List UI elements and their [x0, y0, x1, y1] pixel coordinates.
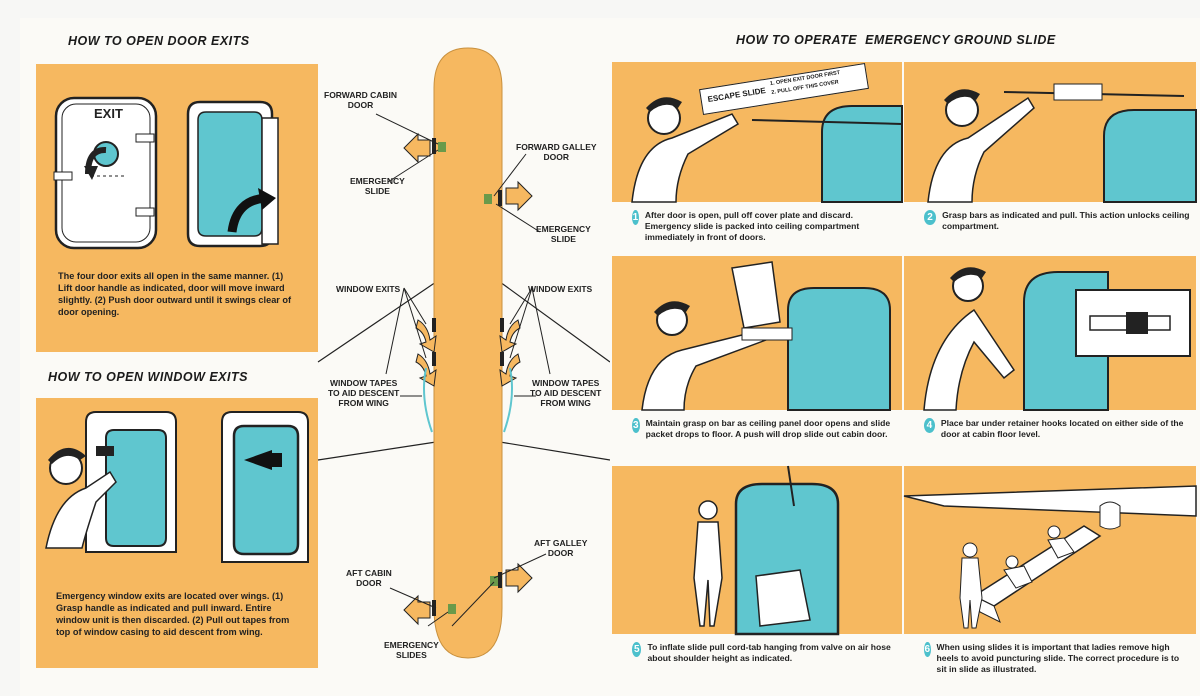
label-emergency-slide-left: EMERGENCY SLIDE: [350, 176, 405, 196]
step-6-number: 6: [924, 642, 931, 657]
forward-galley-door-marker: [484, 194, 492, 204]
aft-galley-door-arrow: [505, 562, 533, 594]
door-exits-illustration: EXIT The four door exits all open in the…: [36, 64, 318, 352]
exit-sign-text: EXIT: [94, 106, 123, 121]
forward-cabin-door-marker: [438, 142, 446, 152]
step-2-caption: 2 Grasp bars as indicated and pull. This…: [924, 210, 1190, 232]
step-1-illustration: ESCAPE SLIDE 1. OPEN EXIT DOOR FIRST 2. …: [612, 62, 903, 203]
step-2-number: 2: [924, 210, 937, 225]
step-1-caption: 1 After door is open, pull off cover pla…: [632, 210, 894, 243]
step-5-caption: 5 To inflate slide pull cord-tab hanging…: [632, 642, 894, 664]
placard-title: ESCAPE SLIDE: [707, 85, 767, 105]
step-4-text: Place bar under retainer hooks located o…: [940, 418, 1184, 439]
label-emergency-slides: EMERGENCY SLIDES: [384, 640, 439, 660]
label-aft-galley-door: AFT GALLEY DOOR: [534, 538, 588, 558]
door-exits-caption: The four door exits all open in the same…: [58, 271, 292, 317]
step-5-text: To inflate slide pull cord-tab hanging f…: [647, 642, 891, 663]
step-4-caption: 4 Place bar under retainer hooks located…: [924, 418, 1190, 440]
ground-slide-heading: HOW TO OPERATE EMERGENCY GROUND SLIDE: [736, 33, 1056, 47]
aft-galley-door-marker: [490, 576, 498, 586]
right-wing-outline: [499, 281, 611, 461]
fuselage: [433, 47, 503, 659]
label-emergency-slide-right: EMERGENCY SLIDE: [536, 224, 591, 244]
aft-cabin-door-marker: [448, 604, 456, 614]
window-exits-illustration: Emergency window exits are located over …: [36, 398, 318, 668]
step-5-illustration: [612, 465, 902, 636]
step-1-text: After door is open, pull off cover plate…: [644, 210, 860, 242]
window-illustration: [45, 411, 309, 563]
door-illustration: [53, 96, 279, 250]
forward-galley-door-arrow: [505, 180, 533, 212]
step-4-illustration: [904, 256, 1196, 411]
step-3-text: Maintain grasp on bar as ceiling panel d…: [645, 418, 891, 439]
right-window-tape: [503, 367, 513, 433]
step-1-number: 1: [632, 210, 639, 225]
step-2-text: Grasp bars as indicated and pull. This a…: [942, 210, 1190, 231]
door-exits-heading: HOW TO OPEN DOOR EXITS: [68, 34, 250, 48]
label-forward-galley-door: FORWARD GALLEY DOOR: [516, 142, 597, 162]
aircraft-diagram: [317, 47, 611, 659]
step-3-number: 3: [632, 418, 640, 433]
window-exits-caption: Emergency window exits are located over …: [56, 591, 290, 637]
step-6-illustration: [903, 466, 1197, 634]
step-2-illustration: [904, 62, 1197, 203]
step-5-number: 5: [632, 642, 642, 657]
left-window-tape: [423, 367, 433, 433]
step-4-number: 4: [924, 418, 935, 433]
window-exits-heading: HOW TO OPEN WINDOW EXITS: [48, 370, 248, 384]
step-6-caption: 6 When using slides it is important that…: [924, 642, 1190, 675]
step-3-caption: 3 Maintain grasp on bar as ceiling panel…: [632, 418, 894, 440]
label-window-tapes-left: WINDOW TAPES TO AID DESCENT FROM WING: [328, 378, 400, 408]
label-window-tapes-right: WINDOW TAPES TO AID DESCENT FROM WING: [530, 378, 602, 408]
step-3-illustration: [612, 256, 902, 411]
label-window-exits-right: WINDOW EXITS: [528, 284, 593, 294]
step-6-text: When using slides it is important that l…: [936, 642, 1180, 674]
left-wing-outline: [317, 281, 437, 461]
label-forward-cabin-door: FORWARD CABIN DOOR: [324, 90, 398, 110]
label-aft-cabin-door: AFT CABIN DOOR: [346, 568, 392, 588]
label-window-exits-left: WINDOW EXITS: [336, 284, 401, 294]
